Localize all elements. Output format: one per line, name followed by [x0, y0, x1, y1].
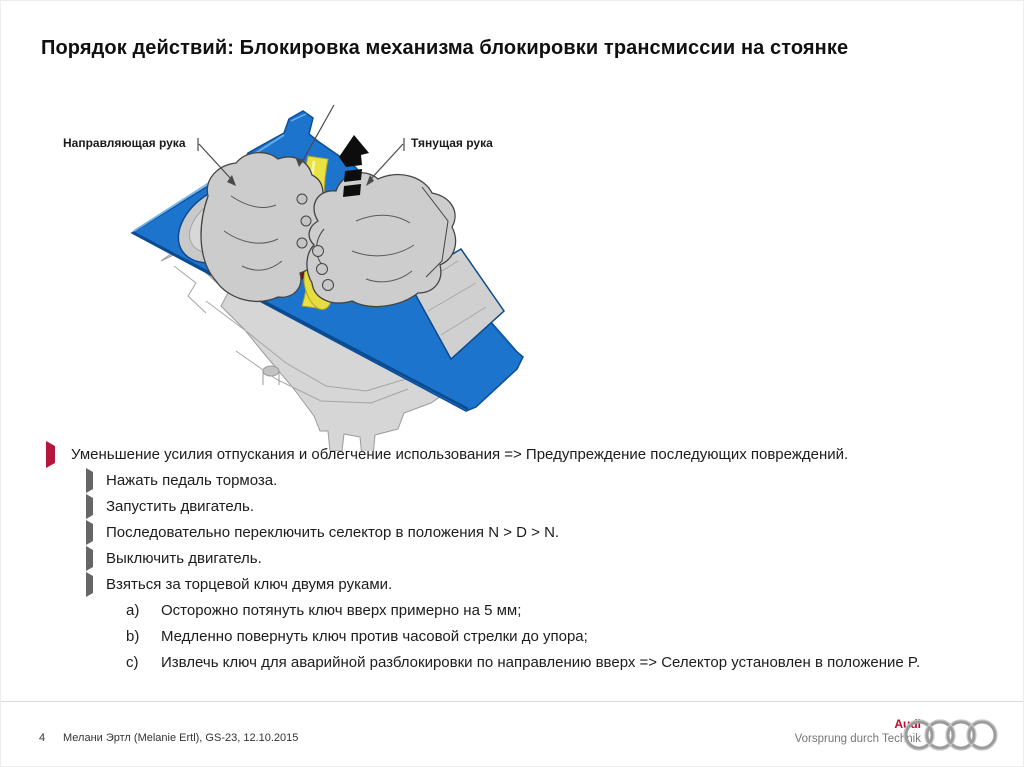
pulling-hand: [306, 172, 457, 308]
list-item: Последовательно переключить селектор в п…: [41, 520, 996, 546]
leader-lines: [197, 104, 405, 186]
list-item: Уменьшение усилия отпускания и облегчени…: [41, 441, 996, 468]
page-title: Порядок действий: Блокировка механизма б…: [41, 37, 849, 59]
list-item: b) Медленно повернуть ключ против часово…: [41, 624, 996, 650]
bullet-gray-triangle-icon: [86, 572, 106, 598]
bullet-gray-triangle-icon: [86, 494, 106, 520]
list-marker: b): [126, 628, 140, 645]
list-item: c) Извлечь ключ для аварийной разблокиро…: [41, 650, 996, 676]
figure-label-right: Тянущая рука: [411, 136, 493, 150]
console-figure: [56, 101, 576, 458]
footer-credit: Мелани Эртл (Melanie Ertl), GS-23, 12.10…: [63, 732, 299, 744]
page-number: 4: [39, 732, 46, 744]
bullet-gray-triangle-icon: [86, 546, 106, 572]
list-marker: a): [126, 602, 140, 619]
list-item: a) Осторожно потянуть ключ вверх примерн…: [41, 598, 996, 624]
bullet-red-triangle-icon: [41, 441, 71, 468]
procedure-list: Уменьшение усилия отпускания и облегчени…: [41, 441, 996, 676]
console-illustration: [130, 104, 524, 458]
list-item: Выключить двигатель.: [41, 546, 996, 572]
up-arrow-icon: [339, 135, 369, 197]
audi-rings-icon: [903, 718, 999, 757]
footer-divider: [1, 701, 1023, 702]
list-item: Взяться за торцевой ключ двумя руками.: [41, 572, 996, 598]
brand-slogan: Vorsprung durch Technik: [794, 733, 921, 745]
bullet-gray-triangle-icon: [86, 468, 106, 494]
figure-label-left: Направляющая рука: [63, 136, 186, 150]
bullet-gray-triangle-icon: [86, 520, 106, 546]
list-item: Нажать педаль тормоза.: [41, 468, 996, 494]
list-item: Запустить двигатель.: [41, 494, 996, 520]
list-marker: c): [126, 654, 139, 671]
